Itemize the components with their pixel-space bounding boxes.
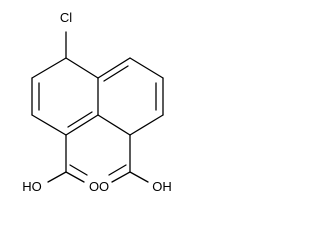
bond-c8-c8a (97, 114, 131, 136)
left-carbonyl-oxygen-label: O (89, 179, 99, 194)
bond-left-carboxyl-oh (47, 171, 67, 183)
bond-right-carboxyl-oh (129, 171, 149, 183)
double-bond-c4a-c5 (103, 65, 129, 82)
chemical-structure-diagram: Cl HO O O OH (22, 10, 172, 194)
right-hydroxyl-label: OH (152, 179, 172, 194)
atom-labels: Cl HO O O OH (22, 10, 172, 194)
bond-c4a-c4 (65, 57, 99, 79)
bond-right-carboxyl-o (111, 171, 131, 183)
naphthalene-ring-system (31, 57, 164, 136)
chlorine-label: Cl (60, 10, 72, 25)
bond-c2-c1 (31, 114, 67, 136)
bond-c7-c8 (129, 114, 164, 136)
bond-c4a-c5 (97, 57, 131, 79)
bond-c1-c8a (65, 114, 99, 136)
left-hydroxyl-label: HO (22, 179, 42, 194)
double-bond-left-carboxyl-o (69, 164, 88, 176)
bond-c5-c6 (129, 57, 164, 79)
right-carbonyl-oxygen-label: O (99, 179, 109, 194)
bond-left-carboxyl-o (65, 171, 85, 183)
double-bond-c1-c8a (67, 111, 93, 128)
double-bond-right-carboxyl-o (108, 164, 127, 176)
bond-c4-c3 (31, 57, 67, 79)
substituent-bonds (47, 31, 149, 183)
